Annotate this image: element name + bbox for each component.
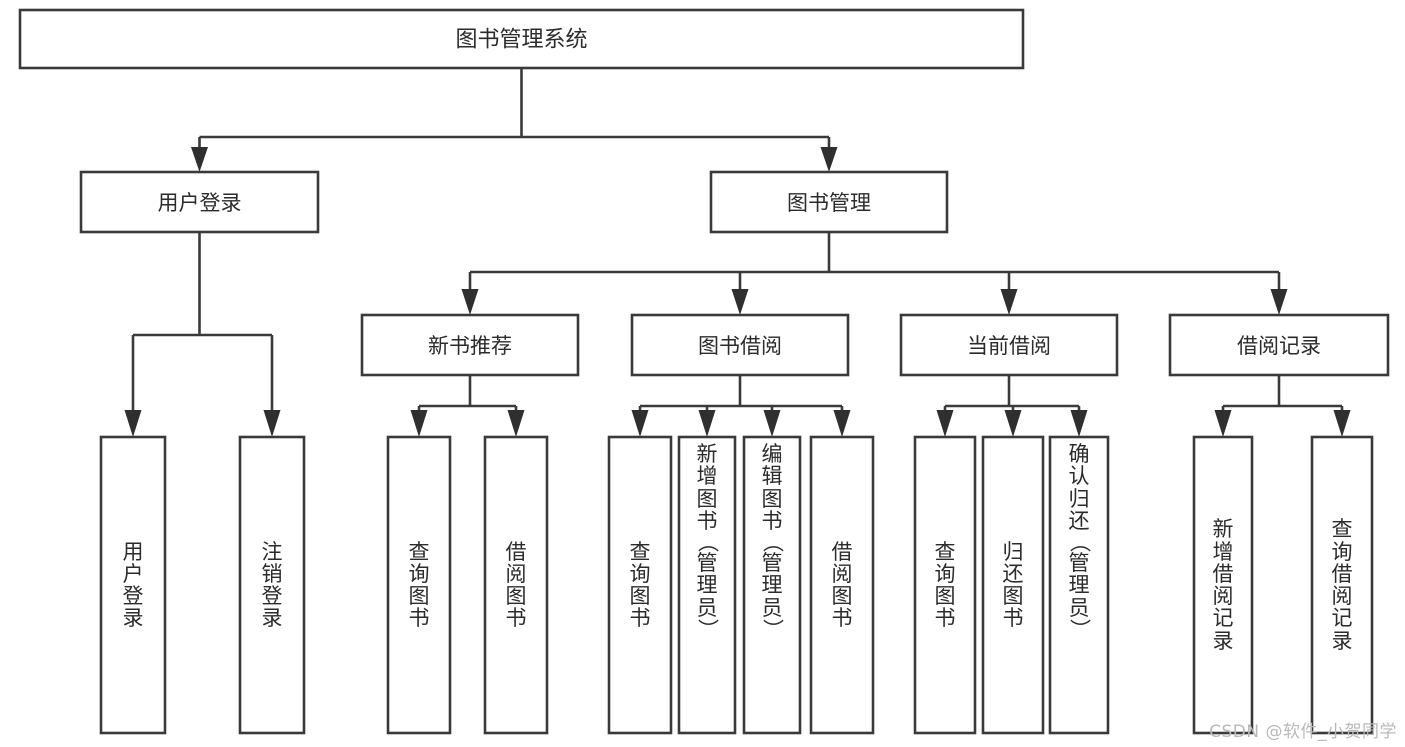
node-borrow-record[interactable]: 借阅记录 <box>1168 313 1390 377</box>
node-box-leaf-return-book[interactable] <box>981 435 1045 735</box>
node-box-borrow-record[interactable] <box>1168 313 1390 377</box>
arrow-head-leaf-logout-login <box>263 410 281 437</box>
connector-group-book-manage <box>461 232 1288 315</box>
node-book-manage[interactable]: 图书管理 <box>709 170 949 234</box>
arrow-head-user-login <box>191 147 208 172</box>
node-box-leaf-query-book-1[interactable] <box>386 435 452 735</box>
arrow-head-book-borrow <box>731 289 749 315</box>
node-box-new-book-recommend[interactable] <box>360 313 580 377</box>
node-current-borrow[interactable]: 当前借阅 <box>899 313 1119 377</box>
node-box-leaf-add-book-admin[interactable] <box>677 435 737 735</box>
arrow-head-leaf-confirm-return-admin <box>1070 410 1088 437</box>
node-box-leaf-query-book-2[interactable] <box>607 435 673 735</box>
leaf-boxes <box>99 435 1374 735</box>
connector-group-current-borrow <box>936 375 1088 437</box>
arrow-head-borrow-record <box>1270 289 1288 315</box>
node-label-current-borrow: 当前借阅 <box>967 334 1051 358</box>
node-box-current-borrow[interactable] <box>899 313 1119 377</box>
node-label-book-manage: 图书管理 <box>787 191 871 215</box>
node-box-leaf-edit-book-admin[interactable] <box>742 435 802 735</box>
connector-group-borrow-record <box>1214 375 1351 437</box>
node-box-leaf-add-borrow-record[interactable] <box>1192 435 1254 735</box>
node-box-leaf-query-borrow-record[interactable] <box>1310 435 1374 735</box>
arrow-head-current-borrow <box>1000 289 1018 315</box>
node-label-book-borrow: 图书借阅 <box>698 334 782 358</box>
node-label-root: 图书管理系统 <box>455 28 587 53</box>
connector-group-root <box>191 68 838 172</box>
node-label-borrow-record: 借阅记录 <box>1237 334 1321 358</box>
node-box-root[interactable] <box>18 8 1025 70</box>
node-box-leaf-query-book-3[interactable] <box>913 435 977 735</box>
node-label-user-login: 用户登录 <box>158 191 242 215</box>
arrow-head-leaf-borrow-book-2 <box>833 410 851 437</box>
connector-group-new-book-recommend <box>410 375 525 437</box>
watermark-text: CSDN @软件_小贺同学 <box>1209 722 1397 742</box>
node-box-leaf-logout-login[interactable] <box>238 435 306 735</box>
node-root[interactable]: 图书管理系统 <box>18 8 1025 70</box>
arrow-head-new-book-recommend <box>461 289 479 315</box>
arrow-head-leaf-user-login <box>124 410 142 437</box>
arrow-head-leaf-edit-book-admin <box>763 410 781 437</box>
arrow-head-leaf-query-borrow-record <box>1333 410 1351 437</box>
node-box-user-login[interactable] <box>79 170 320 234</box>
node-user-login[interactable]: 用户登录 <box>79 170 320 234</box>
node-new-book-recommend[interactable]: 新书推荐 <box>360 313 580 377</box>
node-label-new-book-recommend: 新书推荐 <box>428 334 512 358</box>
arrow-head-leaf-query-book-3 <box>936 410 954 437</box>
node-box-book-manage[interactable] <box>709 170 949 234</box>
arrow-head-leaf-add-borrow-record <box>1214 410 1232 437</box>
node-box-leaf-borrow-book-2[interactable] <box>809 435 875 735</box>
arrow-head-leaf-add-book-admin <box>698 410 716 437</box>
arrow-head-leaf-borrow-book-1 <box>507 410 525 437</box>
arrow-head-leaf-query-book-1 <box>410 410 428 437</box>
node-book-borrow[interactable]: 图书借阅 <box>630 313 850 377</box>
arrow-head-book-manage <box>820 147 838 172</box>
node-box-leaf-user-login[interactable] <box>99 435 167 735</box>
node-box-book-borrow[interactable] <box>630 313 850 377</box>
arrow-head-leaf-query-book-2 <box>631 410 649 437</box>
connector-group-book-borrow <box>631 375 851 437</box>
arrow-head-leaf-return-book <box>1004 410 1022 437</box>
node-box-leaf-confirm-return-admin[interactable] <box>1048 435 1110 735</box>
node-box-leaf-borrow-book-1[interactable] <box>483 435 549 735</box>
connector-group-user-login <box>124 232 281 437</box>
